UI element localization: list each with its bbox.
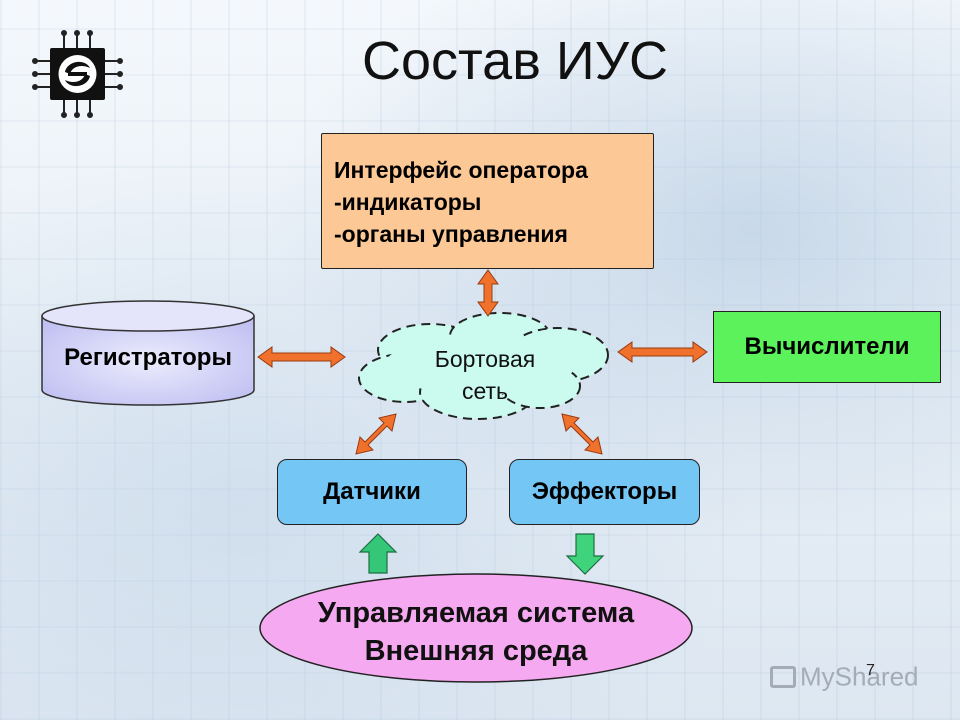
presentation-icon	[770, 666, 796, 689]
operator-interface-box: Интерфейс оператора -индикаторы -органы …	[321, 133, 654, 269]
system-label-line2: Внешняя среда	[364, 635, 588, 667]
arrow-network-effectors	[561, 413, 603, 455]
system-label: Управляемая система Внешняя среда	[260, 594, 692, 670]
operator-item-indicators: -индикаторы	[334, 189, 482, 215]
registrators-label: Регистраторы	[64, 344, 232, 371]
page-title: Состав ИУС	[362, 31, 668, 91]
effectors-box: Эффекторы	[509, 459, 700, 525]
network-label-line2: сеть	[461, 378, 509, 404]
registrators-cylinder	[41, 300, 255, 406]
network-label-line1: Бортовая	[434, 346, 536, 372]
sensors-label: Датчики	[323, 478, 421, 505]
operator-item-controls: -органы управления	[334, 221, 568, 247]
sensors-box: Датчики	[277, 459, 467, 525]
network-label: Бортовая сеть	[385, 343, 585, 407]
arrow-registrators-network	[257, 346, 346, 368]
page-number: 7	[866, 662, 875, 679]
arrow-network-computers	[617, 341, 708, 363]
network-cloud-fill	[385, 335, 575, 395]
arrow-down-effectors-system	[565, 533, 605, 575]
chip-icon	[32, 30, 123, 118]
system-label-line1: Управляемая система	[317, 597, 635, 629]
arrow-network-sensors	[355, 413, 397, 455]
operator-heading: Интерфейс оператора	[334, 157, 588, 183]
watermark-logo: MyShared	[770, 660, 940, 692]
arrow-up-system-sensors	[358, 533, 398, 574]
computers-box: Вычислители	[713, 311, 941, 383]
computers-label: Вычислители	[744, 333, 910, 360]
arrow-operator-network	[477, 269, 499, 317]
effectors-label: Эффекторы	[531, 478, 678, 505]
system-ellipse	[259, 573, 693, 683]
watermark-text: MyShared	[800, 661, 919, 692]
